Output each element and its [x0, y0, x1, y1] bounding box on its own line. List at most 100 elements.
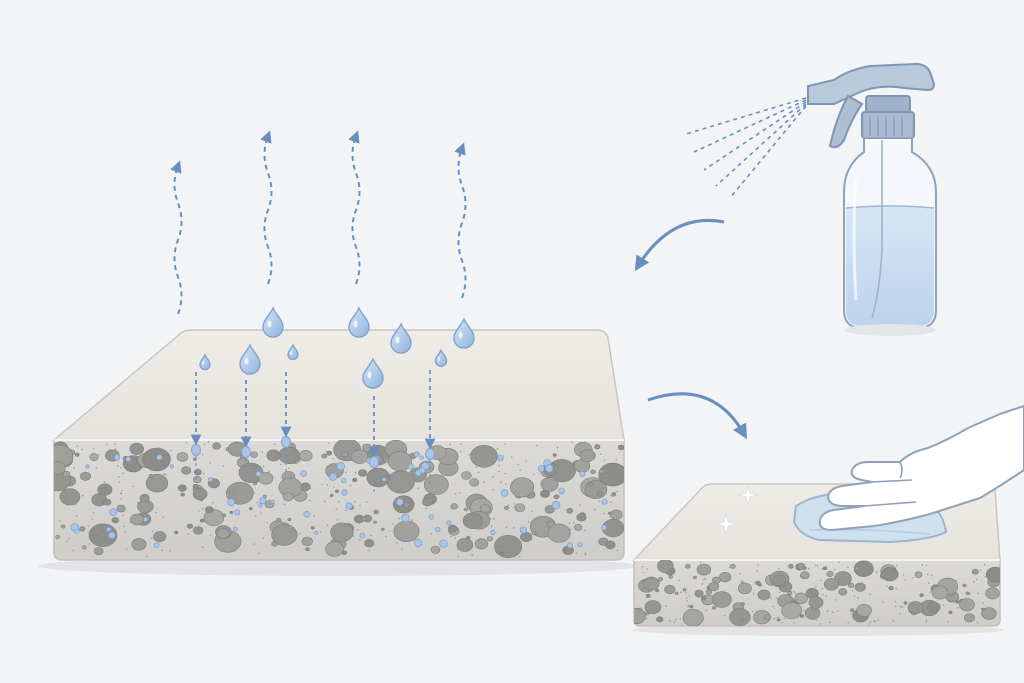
water-drop-icon — [227, 498, 236, 507]
pore — [461, 471, 472, 480]
water-drop-icon — [108, 531, 116, 539]
pore — [334, 489, 339, 493]
water-drop-icon — [362, 357, 384, 389]
water-drop-icon — [419, 455, 424, 460]
small-slab-pores — [634, 560, 1000, 626]
pore — [598, 462, 624, 487]
water-drop-icon — [369, 456, 379, 468]
water-drop-icon — [359, 532, 365, 538]
water-drop-icon — [345, 502, 353, 510]
pore — [55, 534, 61, 539]
pore — [456, 538, 474, 552]
pore — [711, 591, 732, 608]
water-drop-icon — [233, 526, 238, 532]
pore — [808, 596, 824, 609]
pore — [253, 481, 258, 486]
pore — [176, 452, 189, 462]
water-drop-icon — [341, 489, 348, 496]
pore — [81, 545, 87, 550]
pore — [250, 451, 258, 458]
pore — [838, 588, 848, 596]
pore — [847, 582, 855, 588]
water-drop-icon — [255, 470, 262, 477]
pore — [350, 449, 369, 464]
water-drop-icon — [113, 454, 121, 461]
water-drop-icon — [270, 499, 275, 504]
pore — [305, 547, 310, 552]
water-drop-icon — [545, 464, 554, 473]
pore — [494, 534, 523, 558]
pore — [799, 571, 810, 580]
pore — [180, 492, 185, 497]
water-drop-icon — [300, 470, 307, 477]
pore — [737, 582, 752, 595]
pore — [919, 593, 924, 598]
pore — [823, 578, 839, 591]
pore — [634, 607, 646, 625]
water-drop-icon — [551, 500, 561, 510]
pore — [450, 503, 458, 510]
pore — [192, 488, 208, 501]
curved-arrow-icon-to-slab — [634, 218, 725, 272]
water-drop-icon — [199, 353, 211, 371]
pore — [931, 585, 949, 600]
pore — [881, 567, 899, 582]
water-drop-icon — [390, 322, 412, 354]
pore — [360, 516, 367, 522]
pore — [576, 512, 587, 522]
pore — [740, 602, 745, 606]
water-drop-icon — [341, 477, 347, 484]
pore — [193, 476, 202, 484]
pore — [103, 498, 112, 506]
pore — [579, 449, 596, 463]
pore — [469, 478, 480, 487]
water-drop-icon — [558, 487, 565, 495]
water-drop-icon — [418, 466, 426, 474]
pore — [618, 444, 624, 451]
pore — [674, 591, 679, 595]
pore — [757, 589, 771, 601]
water-drop-icon — [239, 343, 261, 375]
pore — [321, 453, 328, 459]
water-drop-icon — [191, 444, 201, 456]
water-drop-icon — [500, 489, 509, 497]
pore — [822, 566, 828, 571]
pore — [693, 575, 697, 579]
pore — [298, 450, 313, 462]
pore — [258, 472, 274, 485]
water-drop-icon — [336, 462, 345, 471]
pore — [216, 528, 230, 539]
pore — [955, 600, 960, 604]
pore — [59, 488, 81, 506]
water-drop-icon — [428, 514, 435, 520]
sparkle-icon — [715, 513, 737, 535]
pore — [271, 524, 298, 546]
pore — [470, 444, 498, 468]
water-drop-icon — [329, 472, 338, 481]
pore — [712, 606, 717, 610]
pore — [226, 481, 254, 505]
pore — [80, 471, 92, 481]
pore — [448, 524, 458, 533]
wavy-up-arrow-icon — [454, 142, 467, 299]
pore — [907, 601, 924, 614]
water-drop-icon — [413, 538, 423, 548]
pore — [499, 551, 504, 555]
pore — [262, 494, 267, 499]
pore — [708, 581, 719, 591]
sparkle-icon — [737, 484, 759, 506]
water-drop-icon — [490, 529, 496, 536]
water-drop-icon — [439, 539, 448, 548]
pore — [573, 524, 583, 531]
pore — [590, 469, 596, 475]
pore — [787, 590, 793, 596]
water-drop-icon — [566, 542, 574, 549]
pore — [689, 604, 694, 609]
water-drop-icon — [234, 509, 241, 516]
pore — [854, 582, 866, 592]
hand-wiping-cloth-icon — [818, 405, 1024, 531]
pore — [93, 547, 104, 556]
pore — [719, 571, 732, 583]
pore — [212, 442, 221, 450]
